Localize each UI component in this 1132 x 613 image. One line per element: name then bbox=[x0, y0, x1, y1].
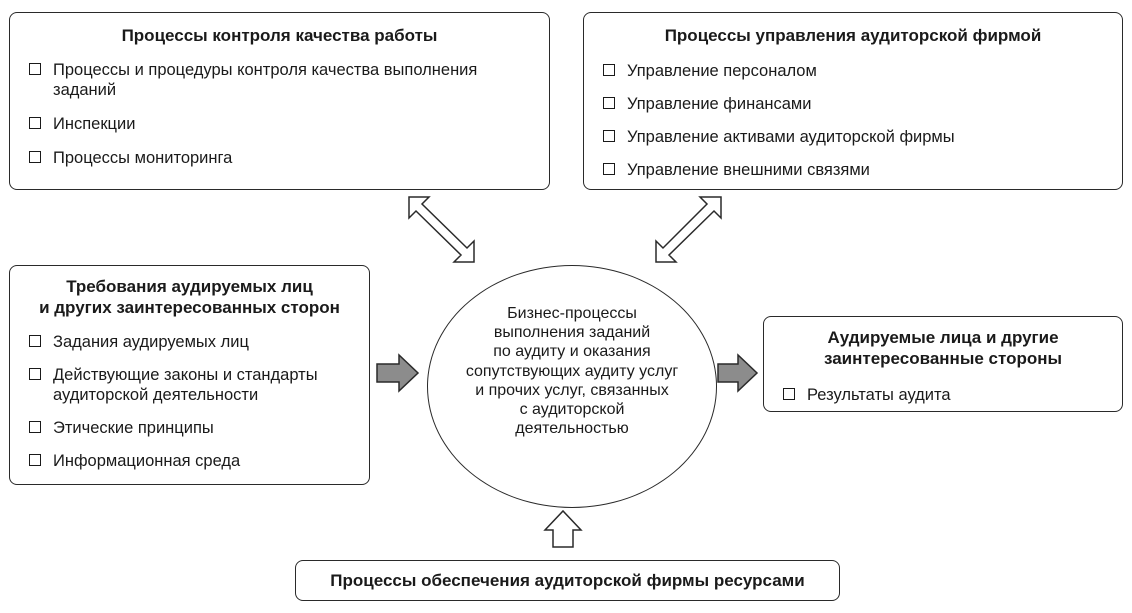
quality-control-title: Процессы контроля качества работы bbox=[121, 26, 438, 45]
list-item-label: Результаты аудита bbox=[807, 386, 951, 404]
list-item-label: Управление финансами bbox=[627, 95, 812, 113]
list-item: Управление активами аудиторской фирмы bbox=[601, 127, 1114, 147]
quality-control-box: Процессы контроля качества работы Процес… bbox=[9, 12, 550, 190]
requirements-title-line2: и других заинтересованных сторон bbox=[39, 298, 340, 317]
auditees-title-line1: Аудируемые лица и другие bbox=[827, 328, 1059, 347]
checkbox-icon bbox=[29, 63, 41, 75]
list-item: Этические принципы bbox=[27, 418, 363, 438]
list-item: Процессы мониторинга bbox=[27, 148, 541, 168]
requirements-list: Задания аудируемых лиц Действующие закон… bbox=[27, 332, 363, 471]
checkbox-icon bbox=[603, 97, 615, 109]
checkbox-icon bbox=[29, 117, 41, 129]
list-item-label: Управление внешними связями bbox=[627, 161, 870, 179]
auditees-title: Аудируемые лица и другие заинтересованны… bbox=[768, 327, 1118, 369]
resources-title: Процессы обеспечения аудиторской фирмы р… bbox=[330, 571, 805, 590]
list-item: Результаты аудита bbox=[781, 385, 1116, 405]
list-item: Управление финансами bbox=[601, 94, 1114, 114]
requirements-title: Требования аудируемых лиц и других заинт… bbox=[14, 276, 365, 318]
checkbox-icon bbox=[29, 151, 41, 163]
double-arrow-management-core bbox=[655, 196, 722, 263]
checkbox-icon bbox=[603, 163, 615, 175]
checkbox-icon bbox=[29, 335, 41, 347]
list-item-label: Управление персоналом bbox=[627, 62, 817, 80]
list-item-label: Информационная среда bbox=[53, 452, 241, 470]
core-business-process-text: Бизнес-процессы выполнения заданий по ау… bbox=[465, 305, 679, 438]
auditees-list: Результаты аудита bbox=[781, 385, 1116, 405]
checkbox-icon bbox=[29, 368, 41, 380]
checkbox-icon bbox=[29, 421, 41, 433]
firm-management-box: Процессы управления аудиторской фирмой У… bbox=[583, 12, 1123, 190]
checkbox-icon bbox=[603, 130, 615, 142]
list-item: Процессы и процедуры контроля качества в… bbox=[27, 60, 541, 100]
firm-management-title: Процессы управления аудиторской фирмой bbox=[664, 26, 1042, 45]
list-item-label: Управление активами аудиторской фирмы bbox=[627, 128, 955, 146]
requirements-box: Требования аудируемых лиц и других заинт… bbox=[9, 265, 370, 485]
resources-box: Процессы обеспечения аудиторской фирмы р… bbox=[295, 560, 840, 601]
core-business-process-ellipse: Бизнес-процессы выполнения заданий по ау… bbox=[427, 265, 717, 508]
list-item: Действующие законы и стандарты аудиторск… bbox=[27, 365, 363, 405]
list-item: Инспекции bbox=[27, 114, 541, 134]
requirements-title-line1: Требования аудируемых лиц bbox=[66, 277, 313, 296]
list-item-label: Этические принципы bbox=[53, 419, 214, 437]
list-item-label: Инспекции bbox=[53, 115, 136, 133]
checkbox-icon bbox=[29, 454, 41, 466]
arrow-requirements-to-core bbox=[376, 353, 420, 393]
double-arrow-quality-core bbox=[408, 196, 475, 263]
list-item: Информационная среда bbox=[27, 451, 363, 471]
arrow-core-to-auditees bbox=[717, 353, 759, 393]
checkbox-icon bbox=[603, 64, 615, 76]
list-item-label: Действующие законы и стандарты аудиторск… bbox=[53, 366, 318, 404]
list-item-label: Процессы и процедуры контроля качества в… bbox=[53, 61, 478, 99]
list-item: Задания аудируемых лиц bbox=[27, 332, 363, 352]
auditees-box: Аудируемые лица и другие заинтересованны… bbox=[763, 316, 1123, 412]
quality-control-list: Процессы и процедуры контроля качества в… bbox=[27, 60, 541, 168]
arrow-resources-to-core bbox=[543, 509, 583, 548]
list-item-label: Задания аудируемых лиц bbox=[53, 333, 249, 351]
checkbox-icon bbox=[783, 388, 795, 400]
list-item-label: Процессы мониторинга bbox=[53, 149, 233, 167]
list-item: Управление персоналом bbox=[601, 61, 1114, 81]
auditees-title-line2: заинтересованные стороны bbox=[823, 349, 1063, 368]
firm-management-list: Управление персоналом Управление финанса… bbox=[601, 61, 1114, 180]
list-item: Управление внешними связями bbox=[601, 160, 1114, 180]
